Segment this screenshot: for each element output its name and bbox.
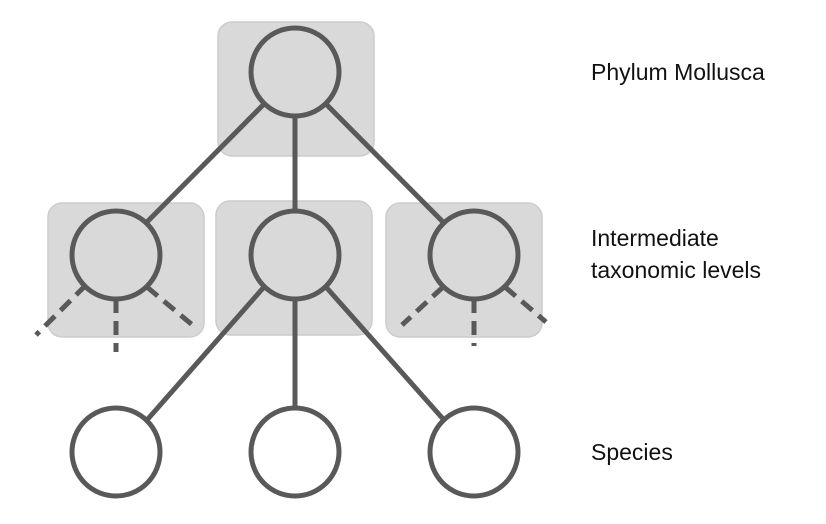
edge-phylum-to-intermediate-right	[324, 102, 445, 224]
species-node-right	[427, 405, 521, 499]
species-node-left	[69, 405, 163, 499]
dashed-edge-right-3	[503, 285, 548, 324]
dashed-edge-left-1	[34, 283, 88, 337]
intermediate-node-center	[248, 208, 342, 302]
species-node-center	[248, 405, 342, 499]
species-label: Species	[591, 439, 673, 465]
phylum-node	[248, 25, 342, 119]
intermediate-label-line1: Intermediate	[591, 225, 719, 251]
intermediate-node-right	[427, 208, 521, 302]
edge-intermediate-to-species-left	[145, 285, 266, 422]
edge-phylum-to-intermediate-left	[145, 102, 266, 224]
phylum-label: Phylum Mollusca	[591, 59, 765, 85]
edge-intermediate-to-species-right	[324, 285, 446, 422]
dashed-edge-right-1	[400, 285, 445, 327]
intermediate-label-line2: taxonomic levels	[591, 257, 762, 283]
intermediate-node-left	[69, 208, 163, 302]
dashed-edge-left-3	[145, 285, 198, 330]
